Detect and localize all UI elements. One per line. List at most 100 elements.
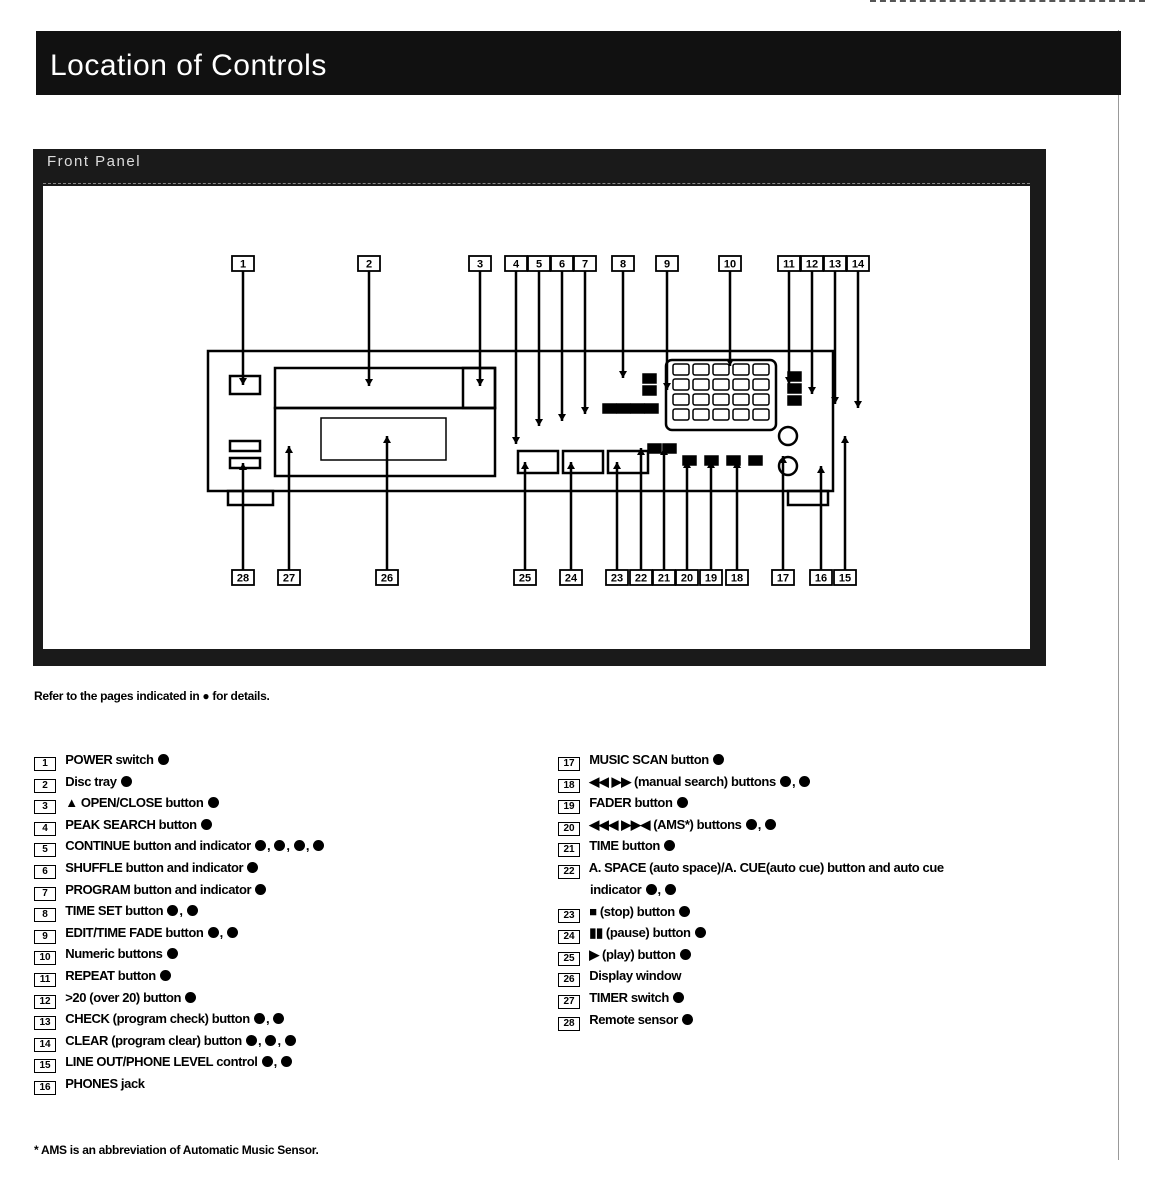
page-reference-dot — [799, 775, 811, 787]
leader-arrowhead — [660, 448, 668, 455]
svg-text:11: 11 — [783, 259, 795, 271]
small-control-button — [642, 385, 657, 396]
display-inner-shape — [320, 417, 447, 461]
callout-label: 16 — [809, 569, 833, 586]
control-list-item: 5 CONTINUE button and indicator , , , — [34, 835, 325, 858]
item-label: REPEAT button — [62, 967, 160, 983]
control-list-item: 16 PHONES jack — [34, 1073, 325, 1095]
leader-arrowhead — [854, 401, 862, 408]
control-list-item: 25 ▶ (play) button — [558, 944, 1048, 966]
svg-text:28: 28 — [237, 573, 249, 585]
item-label: PROGRAM button and indicator — [62, 881, 255, 897]
svg-text:24: 24 — [565, 573, 578, 585]
control-list-item: 10 Numeric buttons — [34, 943, 325, 966]
page-reference-dot — [265, 1034, 277, 1046]
svg-text:13: 13 — [829, 259, 841, 271]
level-control-knob — [777, 425, 799, 447]
item-label: ▮▮ (pause) button — [586, 925, 694, 941]
numeric-key — [692, 393, 710, 406]
numeric-key — [672, 378, 690, 391]
numeric-key — [712, 393, 730, 406]
page-reference-dot — [676, 797, 688, 809]
svg-text:19: 19 — [705, 573, 717, 585]
page-reference-dot — [694, 927, 706, 939]
numeric-key — [712, 378, 730, 391]
page-reference-dot — [313, 840, 325, 852]
svg-text:8: 8 — [620, 259, 626, 271]
page-reference-dot — [207, 797, 219, 809]
svg-text:6: 6 — [559, 259, 565, 271]
item-number-badge: 21 — [558, 843, 580, 858]
numeric-key — [752, 393, 770, 406]
page-reference-dot — [186, 905, 198, 917]
leader-arrowhead — [817, 466, 825, 473]
numeric-key — [672, 393, 690, 406]
control-list-item: 13 CHECK (program check) button , — [34, 1008, 325, 1031]
item-number-badge: 13 — [34, 1016, 56, 1031]
item-number-badge: 15 — [34, 1059, 56, 1074]
svg-text:4: 4 — [513, 259, 520, 271]
callout-label: 20 — [675, 569, 699, 586]
svg-text:26: 26 — [381, 573, 393, 585]
page-reference-dot — [185, 991, 197, 1003]
leader-arrowhead — [512, 437, 520, 444]
callout-label: 12 — [800, 255, 824, 272]
timer-switch-shape — [228, 439, 262, 453]
svg-text:15: 15 — [839, 573, 851, 585]
callout-label: 17 — [771, 569, 795, 586]
control-list-item: 27 TIMER switch — [558, 987, 1048, 1009]
phones-jack-shape — [777, 455, 799, 477]
item-label: PHONES jack — [62, 1075, 145, 1091]
page-reference-dot — [780, 775, 792, 787]
power-switch-shape — [228, 374, 262, 396]
item-number-badge: 22 — [558, 864, 580, 879]
control-list-item: 4 PEAK SEARCH button — [34, 814, 325, 836]
item-label: TIMER switch — [586, 989, 673, 1005]
leader-arrowhead — [663, 383, 671, 390]
item-number-badge: 6 — [34, 864, 56, 879]
control-list-item: 19 FADER button — [558, 792, 1048, 815]
callout-label: 19 — [699, 569, 723, 586]
svg-text:27: 27 — [283, 573, 295, 585]
control-list-item: 11 REPEAT button — [34, 965, 325, 987]
item-number-badge: 23 — [558, 908, 580, 923]
callout-label: 25 — [513, 569, 537, 586]
front-panel-figure: Front Panel — [33, 149, 1046, 666]
svg-text:21: 21 — [658, 573, 670, 585]
page-reference-dot — [273, 1013, 285, 1025]
item-label: CONTINUE button and indicator — [62, 838, 254, 854]
item-label: CHECK (program check) button — [62, 1011, 253, 1027]
control-list-item: 9 EDIT/TIME FADE button , — [34, 922, 325, 944]
svg-text:3: 3 — [477, 259, 483, 271]
numeric-key — [692, 363, 710, 376]
leader-arrowhead — [285, 446, 293, 453]
leader-arrowhead — [779, 456, 787, 463]
item-label-cont-text: indicator — [590, 881, 645, 897]
callout-label: 28 — [231, 569, 255, 586]
leader-arrowhead — [535, 419, 543, 426]
control-list-item: 14 CLEAR (program clear) button , , — [34, 1030, 325, 1052]
item-number-badge: 4 — [34, 821, 56, 836]
item-number-badge: 27 — [558, 994, 580, 1009]
item-number-badge: 25 — [558, 951, 580, 966]
leader-arrowhead — [637, 448, 645, 455]
svg-text:2: 2 — [366, 259, 372, 271]
item-number-badge: 28 — [558, 1016, 580, 1031]
control-list-item: 6 SHUFFLE button and indicator — [34, 857, 325, 879]
item-number-badge: 18 — [558, 778, 580, 793]
small-control-button — [616, 403, 631, 414]
item-label: TIME SET button — [62, 903, 167, 919]
control-list-item: 17 MUSIC SCAN button — [558, 749, 1048, 771]
numeric-key — [732, 378, 750, 391]
item-number-badge: 19 — [558, 800, 580, 815]
small-control-button — [787, 383, 802, 394]
page-reference-dot — [682, 1013, 694, 1025]
controls-list-left: 1 POWER switch 2 Disc tray 3 ▲ OPEN/CLOS… — [34, 749, 325, 1095]
numeric-key — [732, 408, 750, 421]
small-control-button — [682, 455, 697, 466]
page-reference-dot — [281, 1056, 293, 1068]
item-number-badge: 2 — [34, 778, 56, 793]
page-reference-dot — [200, 818, 212, 830]
item-number-badge: 7 — [34, 886, 56, 901]
small-control-button — [602, 403, 617, 414]
